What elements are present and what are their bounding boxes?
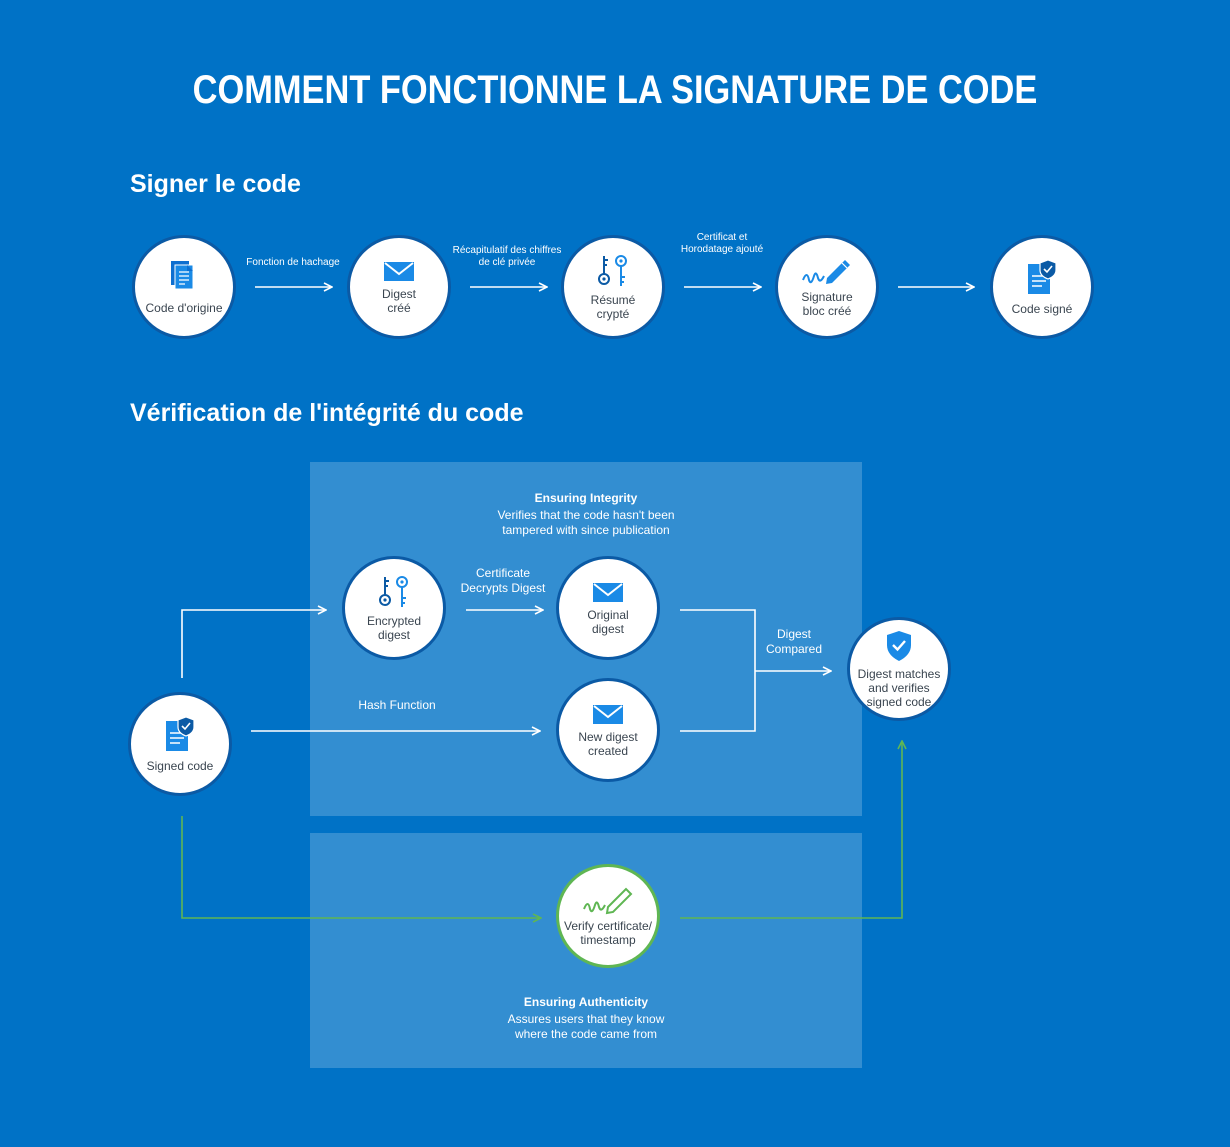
integrity-description: Verifies that the code hasn't been tampe… [497,508,675,537]
node-label: Original digest [587,608,629,636]
envelope-icon [593,583,623,602]
node-signed-code: Signed code [128,692,232,796]
step-label: Digest créé [381,287,416,315]
authenticity-description: Assures users that they know where the c… [507,1012,665,1041]
arrow-label-hash-function-fr: Fonction de hachage [246,257,340,268]
step-signature-block: Signature bloc créé [775,235,879,339]
step-label: Code d'origine [145,301,223,315]
signed-to-verify-arrow [181,816,541,918]
keys-icon [379,576,408,607]
shield-check-icon [887,631,911,661]
keys-icon [598,255,627,286]
step-label: Code signé [1011,302,1073,316]
step-original-code: Code d'origine [132,235,236,339]
node-verify-certificate: Verify certificate/ timestamp [556,864,660,968]
label-digest-compared: Digest Compared [765,627,823,656]
original-to-compare-line [680,609,756,732]
node-label: Encrypted digest [366,614,422,642]
integrity-title: Ensuring Integrity [534,491,638,505]
node-label: Digest matches and verifies signed code [857,667,941,709]
step-label: Signature bloc créé [801,290,853,318]
label-certificate-decrypts: Certificate Decrypts Digest [460,566,546,595]
authenticity-title: Ensuring Authenticity [523,995,649,1009]
document-stack-icon [171,261,194,290]
envelope-icon [593,705,623,724]
signature-pen-icon [583,887,633,915]
node-label: Signed code [146,759,214,773]
signed-to-encrypted-arrow [181,610,326,678]
arrow-label-certificate-timestamp: Certificat et Horodatage ajouté [680,232,764,255]
label-hash-function: Hash Function [358,698,436,712]
envelope-icon [384,262,414,281]
step-signed-code: Code signé [990,235,1094,339]
step-encrypted-summary: Résumé crypté [561,235,665,339]
node-encrypted-digest: Encrypted digest [342,556,446,660]
node-digest-matches: Digest matches and verifies signed code [847,617,951,721]
shield-document-icon [166,716,195,751]
verify-to-result-arrow [680,741,902,919]
node-original-digest: Original digest [556,556,660,660]
shield-document-icon [1028,259,1057,294]
signature-pen-icon [802,260,850,284]
signing-section-heading: Signer le code [130,170,301,198]
node-label: New digest created [578,730,638,758]
step-label: Résumé crypté [590,293,636,321]
verification-section-heading: Vérification de l'intégrité du code [130,399,524,427]
node-new-digest: New digest created [556,678,660,782]
page-title: COMMENT FONCTIONNE LA SIGNATURE DE CODE [192,68,1038,112]
step-digest-created: Digest créé [347,235,451,339]
arrow-label-private-key: Récapitulatif des chiffres de clé privée [452,245,562,268]
node-label: Verify certificate/ timestamp [563,919,653,947]
